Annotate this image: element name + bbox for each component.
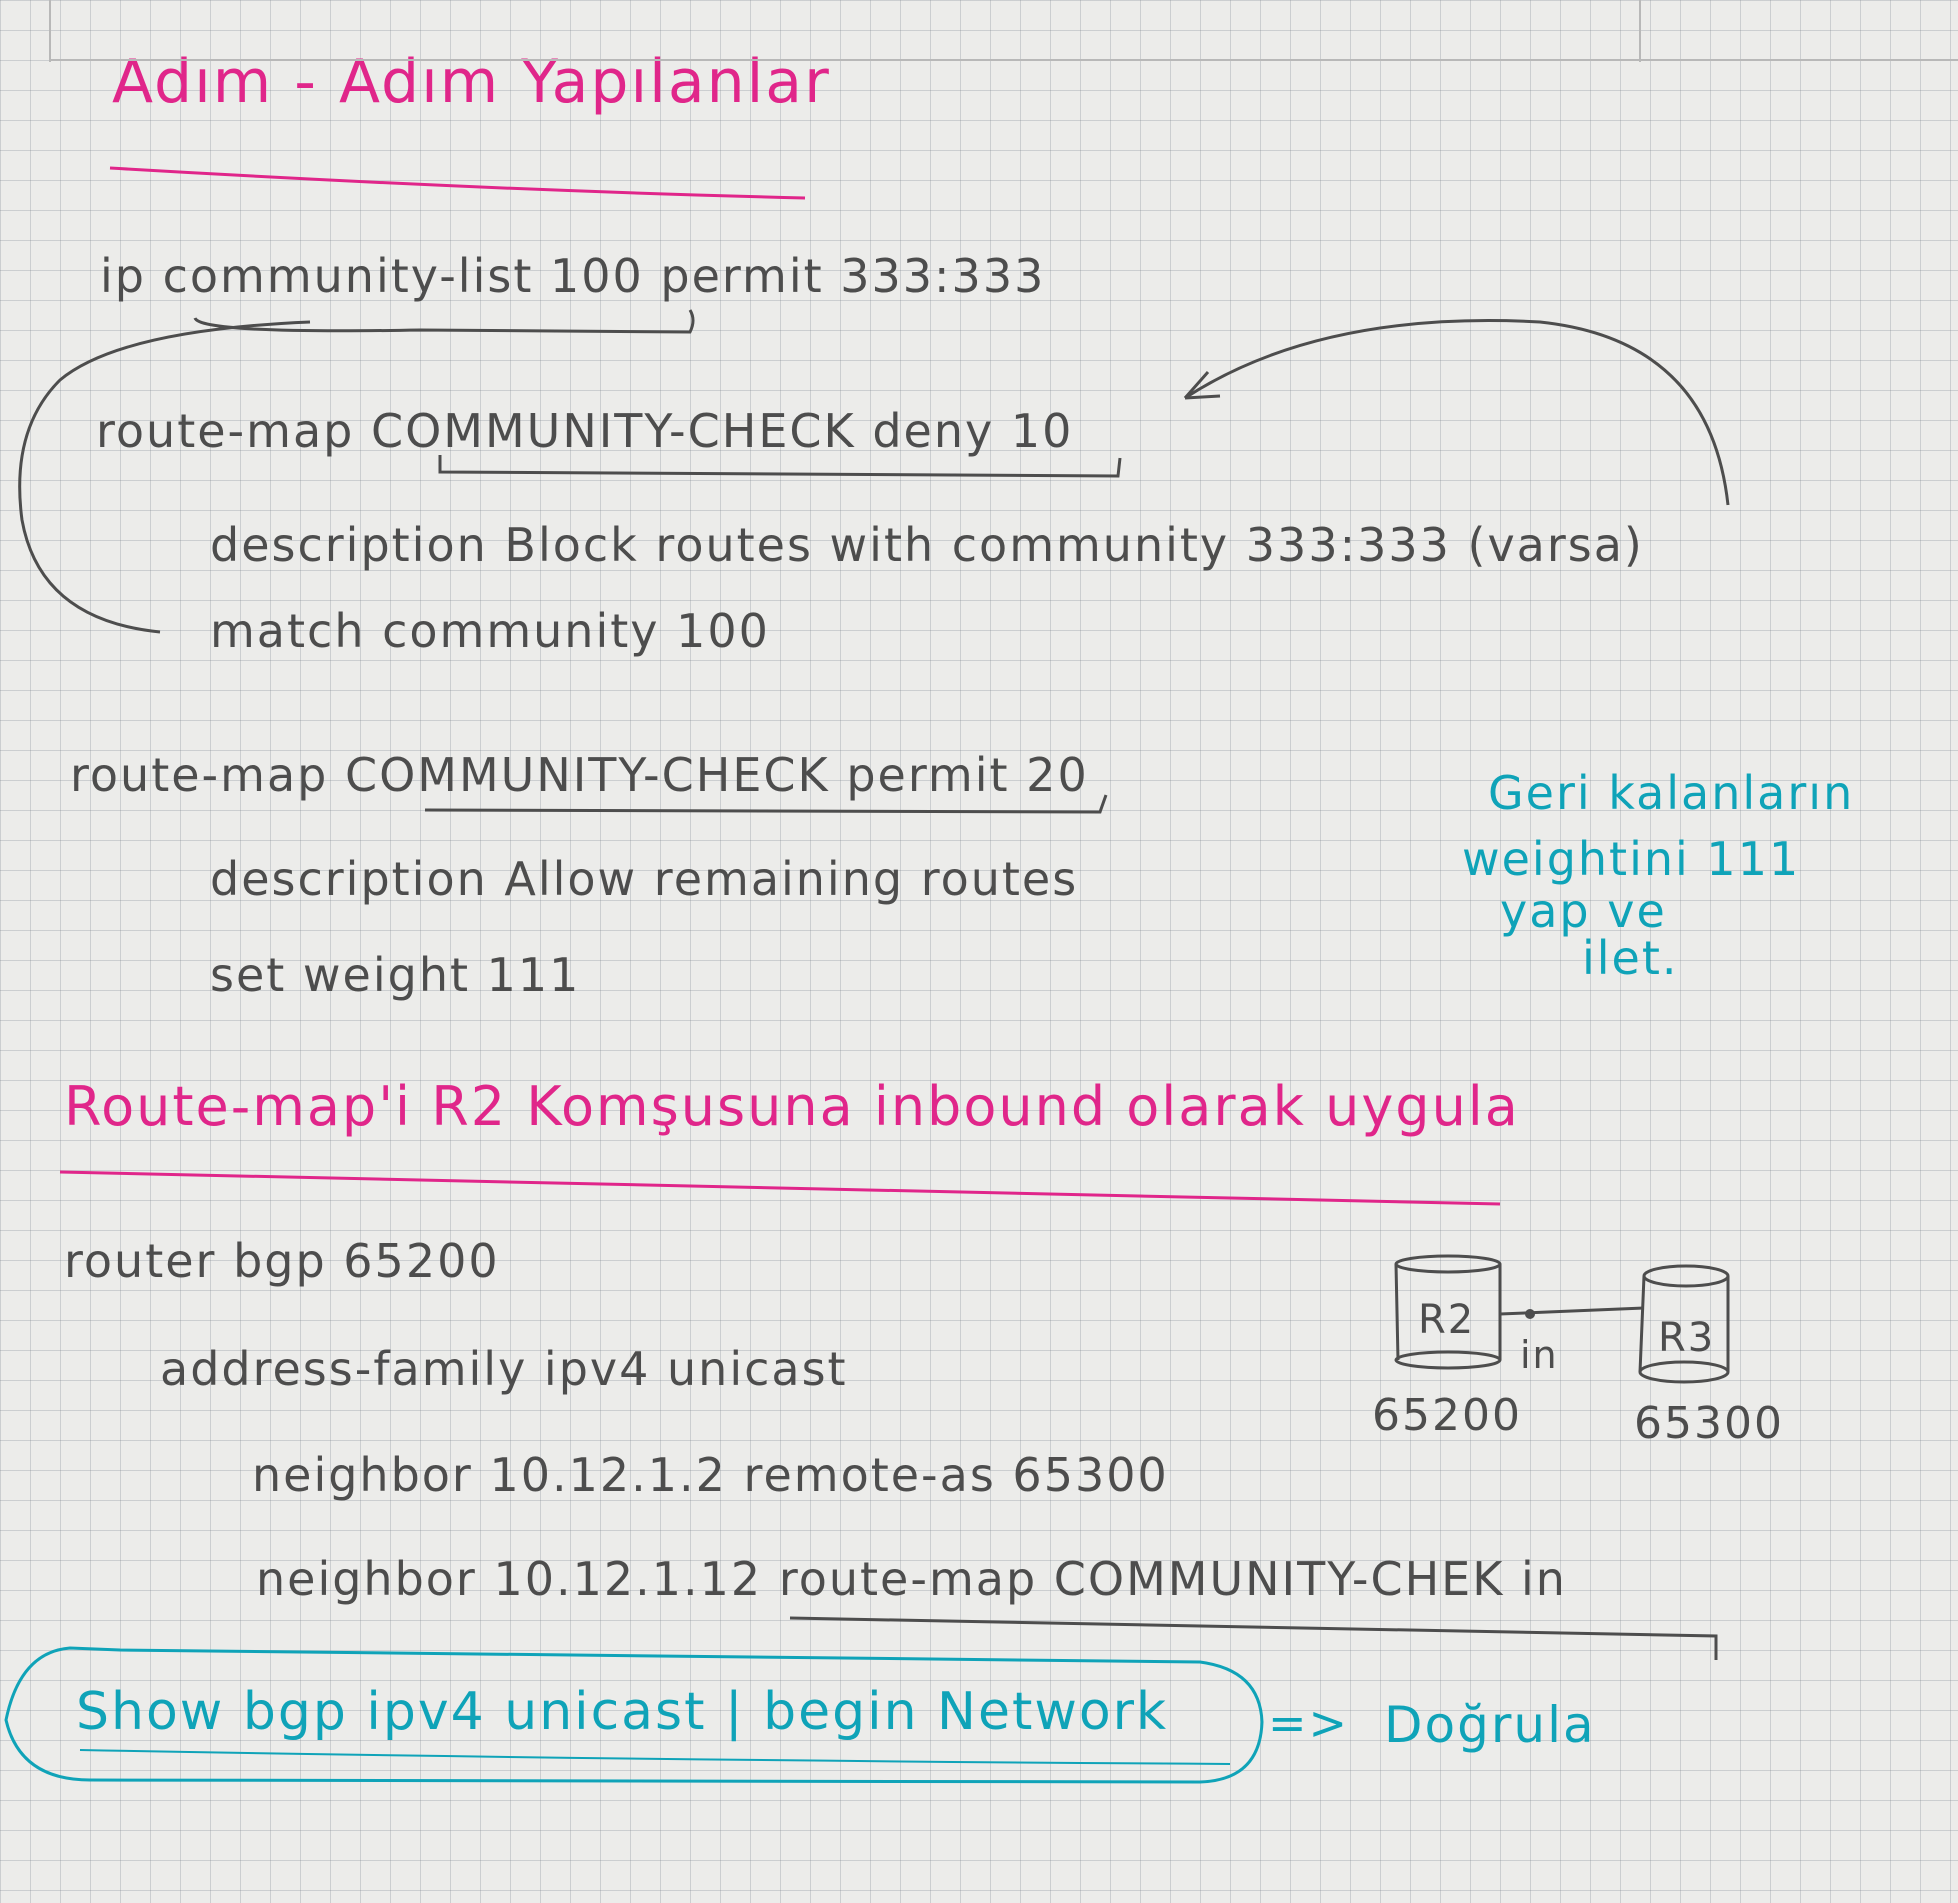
section2-heading: Route-map'i R2 Komşusuna inbound olarak … bbox=[64, 1075, 1520, 1138]
side-note-line-1: Geri kalanların bbox=[1488, 766, 1855, 820]
side-note-line-4: ilet. bbox=[1582, 931, 1679, 985]
address-family-line: address-family ipv4 unicast bbox=[160, 1342, 848, 1396]
neighbor-route-map-line: neighbor 10.12.1.12 route-map COMMUNITY-… bbox=[256, 1552, 1567, 1606]
community-list-underline bbox=[193, 309, 695, 334]
router-r2-label: R2 bbox=[1418, 1297, 1476, 1343]
description-block-line: description Block routes with community … bbox=[210, 518, 1644, 572]
router-bgp-line: router bgp 65200 bbox=[64, 1234, 500, 1288]
verify-arrow: => bbox=[1268, 1696, 1350, 1750]
link-endpoint bbox=[1525, 1309, 1535, 1319]
route-map-underline bbox=[789, 1616, 1718, 1660]
r2-as-number: 65200 bbox=[1372, 1390, 1522, 1441]
match-community-line: match community 100 bbox=[210, 604, 770, 658]
verify-underline bbox=[79, 1749, 1231, 1765]
description-allow-line: description Allow remaining routes bbox=[210, 852, 1079, 906]
varsa-arc bbox=[1184, 319, 1730, 506]
side-note-line-2: weightini 111 bbox=[1462, 832, 1801, 886]
loop-arrow-left bbox=[18, 320, 311, 634]
community-check-underline-1 bbox=[438, 455, 1122, 478]
title-underline bbox=[109, 166, 806, 200]
side-note-line-3: yap ve bbox=[1500, 884, 1667, 938]
varsa-arrowhead bbox=[1183, 371, 1221, 400]
verify-label: Doğrula bbox=[1384, 1696, 1596, 1754]
page-title: Adım - Adım Yapılanlar bbox=[112, 47, 831, 117]
neighbor-remote-as-line: neighbor 10.12.1.2 remote-as 65300 bbox=[252, 1448, 1169, 1502]
verify-command: Show bgp ipv4 unicast | begin Network bbox=[76, 1682, 1169, 1742]
route-map-permit-line: route-map COMMUNITY-CHECK permit 20 bbox=[70, 748, 1089, 802]
router-r3-label: R3 bbox=[1658, 1315, 1716, 1361]
community-list-line: ip community-list 100 permit 333:333 bbox=[100, 249, 1046, 303]
section2-underline bbox=[59, 1170, 1501, 1206]
r3-as-number: 65300 bbox=[1634, 1398, 1784, 1449]
set-weight-line: set weight 111 bbox=[210, 948, 581, 1002]
link-direction-label: in bbox=[1520, 1333, 1559, 1377]
route-map-deny-line: route-map COMMUNITY-CHECK deny 10 bbox=[96, 404, 1074, 458]
r2-r3-link bbox=[1499, 1306, 1645, 1316]
